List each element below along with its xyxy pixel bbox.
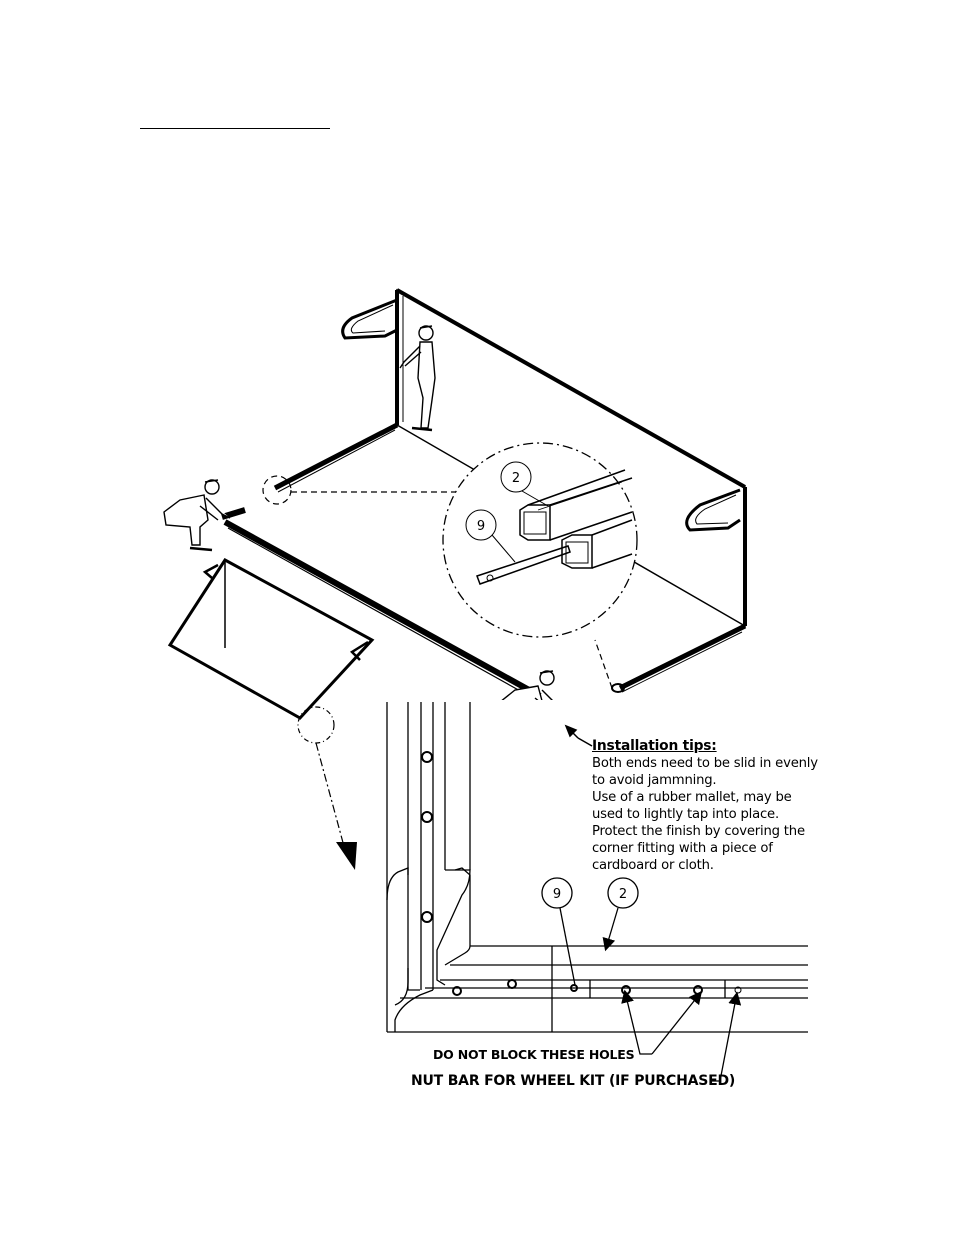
tip-line: to avoid jammning. xyxy=(592,773,717,788)
worker-figure-icon xyxy=(163,479,231,552)
corner-leader-line xyxy=(315,742,346,851)
worker-figure-icon xyxy=(399,325,436,432)
arrow-pointer-icon xyxy=(336,842,357,870)
callout-part-9-bottom: 9 xyxy=(553,887,561,902)
tips-leader xyxy=(564,724,593,747)
detail-circle-small xyxy=(262,475,613,689)
tip-line: Both ends need to be slid in evenly xyxy=(592,756,818,771)
tip-line: used to lightly tap into place. xyxy=(592,807,779,822)
warning-nut-bar: NUT BAR FOR WHEEL KIT (IF PURCHASED) xyxy=(411,1073,736,1089)
tip-line: corner fitting with a piece of xyxy=(592,841,773,856)
corner-section-detail xyxy=(385,700,810,1082)
detail-circle-large xyxy=(442,442,638,638)
tip-line: Protect the finish by covering the xyxy=(592,824,805,839)
tip-line: cardboard or cloth. xyxy=(592,858,714,873)
callout-part-2-bottom: 2 xyxy=(619,887,627,902)
heading-underline xyxy=(140,128,330,129)
corner-fitting-detail xyxy=(611,683,625,693)
callout-part-9-top: 9 xyxy=(477,519,485,534)
callout-part-2-top: 2 xyxy=(512,471,520,486)
installation-tips-heading: Installation tips: xyxy=(592,738,717,754)
tip-line: Use of a rubber mallet, may be xyxy=(592,790,792,805)
installation-tips: Installation tips: Both ends need to be … xyxy=(592,738,822,874)
warning-do-not-block-holes: DO NOT BLOCK THESE HOLES xyxy=(433,1047,635,1062)
